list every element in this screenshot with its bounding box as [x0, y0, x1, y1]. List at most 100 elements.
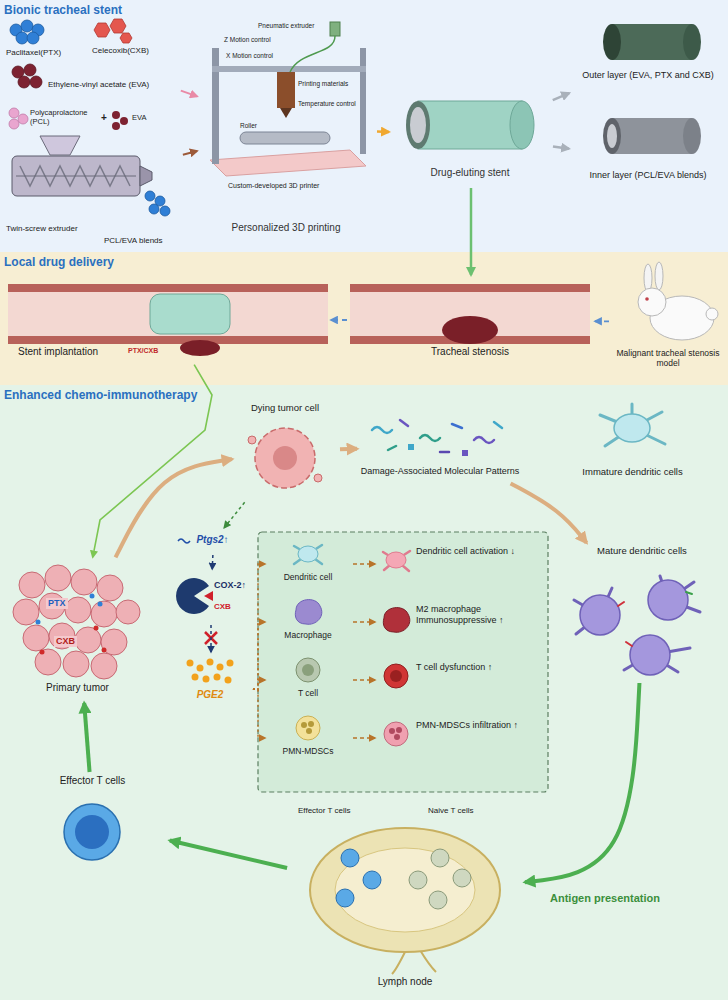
immune-cell-icons — [296, 658, 320, 682]
pge2-molecules — [207, 659, 214, 666]
effector-t-cell — [75, 815, 109, 849]
pge2-molecules — [192, 674, 199, 681]
lymph-node-drawing — [392, 950, 436, 974]
text-slot: Naive T cells — [428, 806, 474, 816]
outer-layer-tube — [603, 24, 701, 60]
rabbit-drawing — [644, 264, 652, 292]
node-label: Outer layer (EVA, PTX and CXB) — [572, 70, 724, 81]
text-slot: Mature dendritic cells — [560, 545, 724, 556]
text-slot: PCL/EVA blends — [104, 236, 163, 246]
immune-cell-icons — [294, 545, 322, 564]
node-label: T cell dysfunction ↑ — [416, 662, 542, 673]
effector-t-cell — [64, 804, 120, 860]
node-label: Drug-eluting stent — [392, 167, 548, 179]
material-group: Paclitaxel(PTX)Celecoxib(CXB)Ethylene-vi… — [4, 18, 178, 100]
damp-molecules — [420, 435, 440, 441]
printer-drawing — [212, 66, 366, 72]
flow-arrow — [212, 555, 214, 569]
inner-layer-tube — [683, 118, 701, 154]
node-label: Stent implantation — [18, 346, 98, 358]
pcl-pellets — [18, 114, 28, 124]
stent-figure: Drug-eluting stent — [392, 85, 550, 185]
block-cross — [205, 632, 217, 644]
mature-dc — [626, 642, 632, 646]
outcome-cell-icons — [383, 552, 396, 560]
mrna-strand — [178, 539, 190, 543]
flow-arrow — [331, 319, 347, 321]
eva-pellets — [120, 117, 128, 125]
text-slot: Inner layer (PCL/EVA blends) — [572, 170, 724, 181]
cell-figure: Immature dendritic cells — [545, 398, 722, 482]
flow-arrow — [353, 679, 375, 681]
rabbit-drawing — [638, 262, 718, 340]
text-slot: Macrophage — [268, 630, 348, 640]
extruder-drawing — [40, 136, 80, 155]
immune-cell-icons — [306, 728, 312, 734]
damp-molecules — [372, 427, 392, 433]
node-label: Inner layer (PCL/EVA blends) — [572, 170, 724, 181]
outcome-cell-icons — [384, 560, 396, 570]
annotation: CXB — [214, 602, 231, 612]
text-slot: T cell dysfunction ↑ — [416, 662, 542, 673]
mature-dc — [574, 576, 700, 675]
trachea-figure: Stent implantation — [8, 278, 328, 362]
node-label: Damage-Associated Molecular Patterns — [360, 466, 520, 477]
damp-molecules — [408, 444, 414, 450]
effector-t-cell — [64, 804, 120, 860]
outcome-cell-icons — [396, 727, 402, 733]
stent-drawing — [406, 101, 430, 149]
damp-molecules — [440, 451, 449, 454]
flow-arrow — [511, 483, 587, 542]
immature-dc — [632, 412, 662, 428]
lymph-node-drawing — [336, 889, 354, 907]
trachea-drawing — [8, 284, 590, 356]
text-slot: Outer layer (EVA, PTX and CXB) — [572, 70, 724, 81]
annotation: Temperature control — [298, 100, 356, 108]
text-slot: Effector T cells — [20, 775, 165, 787]
mature-dc — [648, 580, 688, 620]
drug-dots — [36, 594, 107, 655]
printer-figure: Personalized 3D printing — [200, 18, 374, 238]
node-label: Personalized 3D printing — [200, 222, 372, 234]
flow-arrow — [183, 151, 197, 155]
stent-drawing — [418, 101, 522, 149]
mature-dc — [686, 592, 692, 594]
annotation: PTX — [46, 598, 68, 609]
damp-molecules — [452, 424, 462, 428]
pcl-pellets — [9, 108, 19, 118]
node-label: Immature dendritic cells — [545, 466, 720, 477]
cxb-molecules — [120, 33, 132, 43]
eva-molecules — [12, 64, 42, 88]
immune-cell: T cell — [268, 654, 350, 706]
immune-cell-icons — [308, 721, 314, 727]
mature-dc — [650, 655, 678, 672]
extruder-drawing — [12, 156, 140, 196]
edge-label: Antigen presentation — [548, 892, 662, 905]
immune-cell-icons — [301, 722, 307, 728]
mrna-strand — [178, 539, 190, 543]
flow-arrow — [595, 320, 609, 322]
outcome-cell-icons — [389, 728, 395, 734]
text-slot: Effector T cells — [298, 806, 350, 816]
stent-layer: Outer layer (EVA, PTX and CXB) — [572, 18, 726, 100]
trachea-drawing — [150, 294, 230, 334]
trachea-drawing — [350, 292, 590, 336]
trachea-drawing — [8, 284, 328, 292]
mature-dc — [630, 635, 670, 675]
text-slot: CXB — [54, 636, 77, 647]
cell-figure: Mature dendritic cells — [560, 545, 726, 680]
text-slot: Polycaprolactone (PCL) — [30, 108, 98, 126]
dying-cell — [314, 474, 322, 482]
immune-cell-icons — [308, 554, 322, 564]
immune-cell-icons — [295, 600, 322, 625]
node-label: Celecoxib(CXB) — [92, 46, 149, 56]
text-slot: Pneumatic extruder — [258, 22, 314, 30]
lymph-node-drawing — [363, 871, 381, 889]
outcome-cell-icons — [383, 551, 410, 571]
node-label: Dendritic cell activation ↓ — [416, 546, 542, 557]
dying-cell — [273, 446, 297, 470]
rabbit-drawing — [638, 288, 666, 316]
text-slot: Dendritic cell — [268, 572, 348, 582]
immature-dc — [600, 415, 632, 428]
